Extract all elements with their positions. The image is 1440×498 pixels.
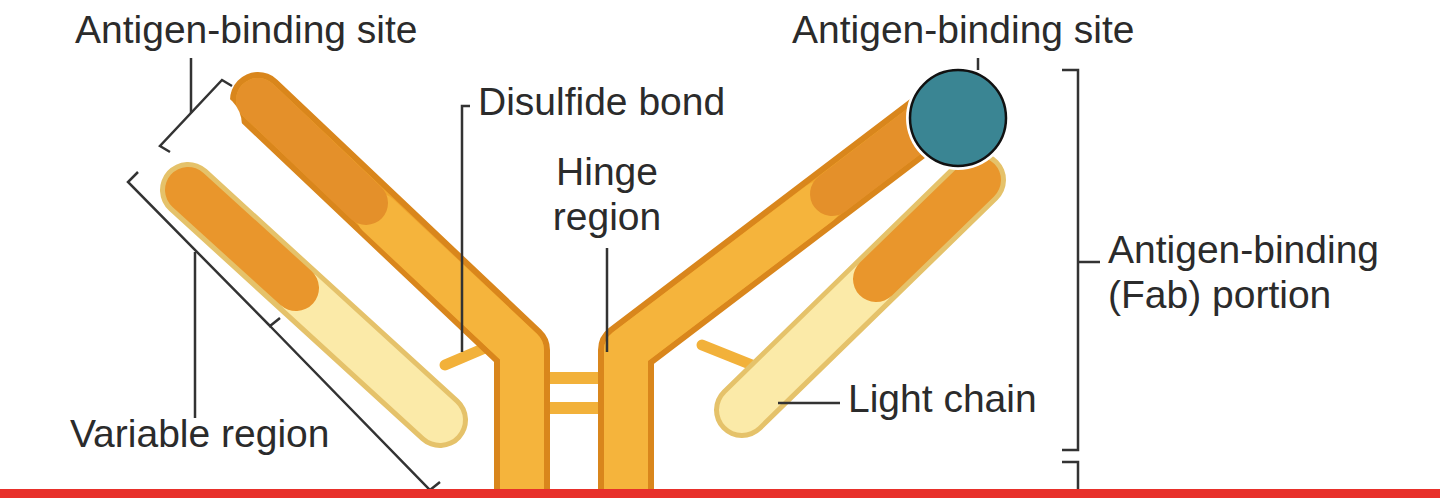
light-chain-variable xyxy=(876,180,978,279)
leader-line xyxy=(190,58,193,113)
chain-disulfide-bond xyxy=(702,345,752,365)
binding-site-bracket xyxy=(160,80,232,152)
disulfide-label: Disulfide bond xyxy=(478,80,725,125)
fab-label: Antigen-binding (Fab) portion xyxy=(1108,228,1408,318)
binding-site-label: Antigen-binding site xyxy=(75,8,418,53)
light-chain-variable xyxy=(188,190,296,288)
antigen xyxy=(910,70,1006,166)
leader-line xyxy=(194,252,197,418)
heavy-chain-variable xyxy=(258,100,366,203)
constant-region-bracket xyxy=(270,326,440,490)
leader-line xyxy=(462,106,470,352)
light-chain xyxy=(742,180,978,410)
light-chain xyxy=(188,190,440,420)
variable-region-bracket xyxy=(128,172,280,326)
binding-site-notch xyxy=(174,91,242,159)
fab-bracket-tick xyxy=(1078,261,1100,264)
fab-bracket xyxy=(1062,70,1078,450)
bottom-band xyxy=(0,489,1440,498)
leader-line xyxy=(778,402,840,405)
light-chain-label: Light chain xyxy=(848,377,1037,422)
leader-line xyxy=(977,58,980,70)
binding-site-label: Antigen-binding site xyxy=(792,8,1135,53)
light-chain-constant xyxy=(300,292,440,420)
antigen-halo xyxy=(906,66,1010,170)
heavy-chain xyxy=(626,100,955,498)
hinge-label: Hinge region xyxy=(522,150,692,240)
leader-line xyxy=(606,248,609,352)
variable-region-label: Variable region xyxy=(70,412,329,457)
heavy-chain xyxy=(626,100,955,498)
